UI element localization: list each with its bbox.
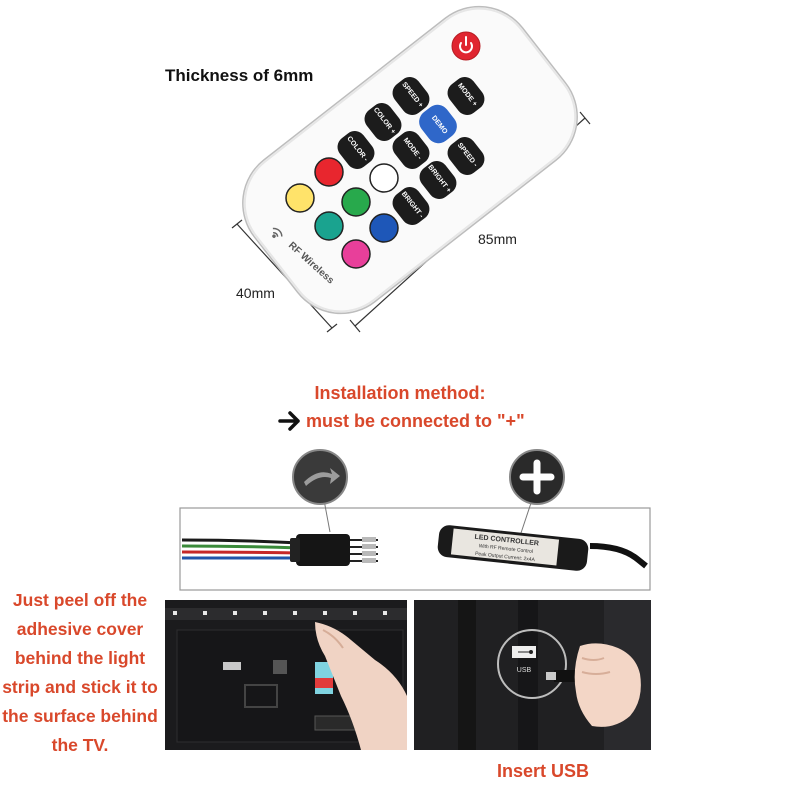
white-color-button[interactable] bbox=[369, 163, 399, 193]
green-color-button[interactable] bbox=[341, 187, 371, 217]
mode-plus-button[interactable] bbox=[443, 73, 489, 120]
usb-icon bbox=[518, 650, 533, 654]
speed-plus-button[interactable] bbox=[388, 73, 434, 120]
usb-insert-photo: USB bbox=[414, 600, 651, 750]
hand-pressing-strip bbox=[315, 622, 407, 750]
thickness-label: Thickness of 6mm bbox=[165, 66, 314, 85]
installation-title: Installation method: bbox=[314, 383, 486, 403]
led-strip bbox=[173, 611, 387, 615]
hand-with-usb-plug bbox=[546, 643, 641, 727]
rgb-wires bbox=[181, 538, 301, 560]
wifi-icon bbox=[272, 227, 283, 238]
four-pin-connector bbox=[290, 534, 378, 566]
bright-plus-button[interactable] bbox=[415, 157, 461, 204]
pink-color-button[interactable] bbox=[341, 239, 371, 269]
demo-button[interactable] bbox=[414, 100, 461, 148]
plus-zoom-bubble bbox=[509, 449, 565, 505]
teal-color-button[interactable] bbox=[314, 211, 344, 241]
yellow-color-button[interactable] bbox=[285, 183, 315, 213]
tv-back-photo bbox=[165, 600, 407, 750]
arrow-right-icon bbox=[278, 411, 300, 431]
connector-diagram: LED CONTROLLER With RF Remote Control Pe… bbox=[179, 449, 651, 591]
usb-port-label: USB bbox=[517, 667, 532, 674]
color-minus-button[interactable] bbox=[333, 127, 379, 174]
blue-color-button[interactable] bbox=[369, 213, 399, 243]
color-plus-button[interactable] bbox=[360, 99, 406, 146]
bright-minus-button[interactable] bbox=[388, 183, 434, 230]
width-dimension-label: 40mm bbox=[236, 285, 275, 301]
length-dimension-label: 85mm bbox=[478, 231, 517, 247]
installation-connect-note: must be connected to "+" bbox=[306, 411, 525, 431]
peel-instruction: Just peel off the adhesive cover behind … bbox=[2, 590, 158, 755]
arrow-zoom-bubble bbox=[292, 449, 348, 505]
led-controller: LED CONTROLLER With RF Remote Control Pe… bbox=[437, 525, 648, 571]
red-color-button[interactable] bbox=[314, 157, 344, 187]
mode-minus-button[interactable] bbox=[388, 127, 434, 174]
remote-illustration: SPEED + MODE + COLOR + DEMO COLOR - MODE… bbox=[231, 5, 591, 333]
controller-label-line2: With RF Remote Control bbox=[478, 543, 533, 555]
speed-minus-button[interactable] bbox=[443, 133, 489, 180]
insert-usb-caption: Insert USB bbox=[497, 761, 590, 781]
power-button[interactable] bbox=[451, 31, 481, 61]
